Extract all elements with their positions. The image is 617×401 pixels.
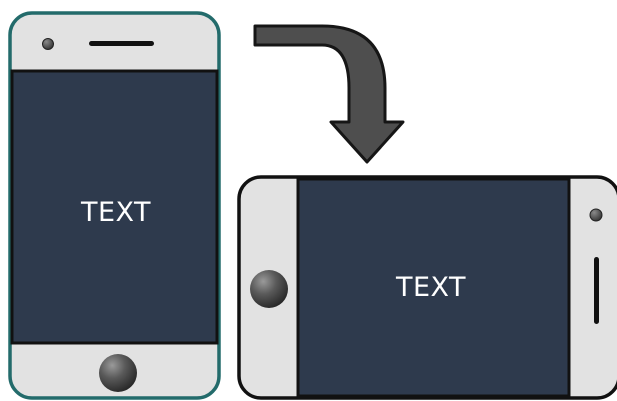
portrait-screen-text: TEXT [80,197,151,228]
front-camera-icon [589,208,603,222]
home-button-icon[interactable] [250,270,288,308]
home-button-icon[interactable] [99,354,137,392]
front-camera-icon [42,38,54,50]
speaker-slot [594,257,599,324]
landscape-phone: TEXT [237,175,617,400]
landscape-phone-screen [296,177,571,398]
curved-arrow-right-down-icon [253,24,405,164]
portrait-phone-screen [10,69,219,345]
portrait-phone: TEXT [8,11,221,400]
speaker-slot [89,41,154,46]
landscape-screen-text: TEXT [395,272,466,303]
